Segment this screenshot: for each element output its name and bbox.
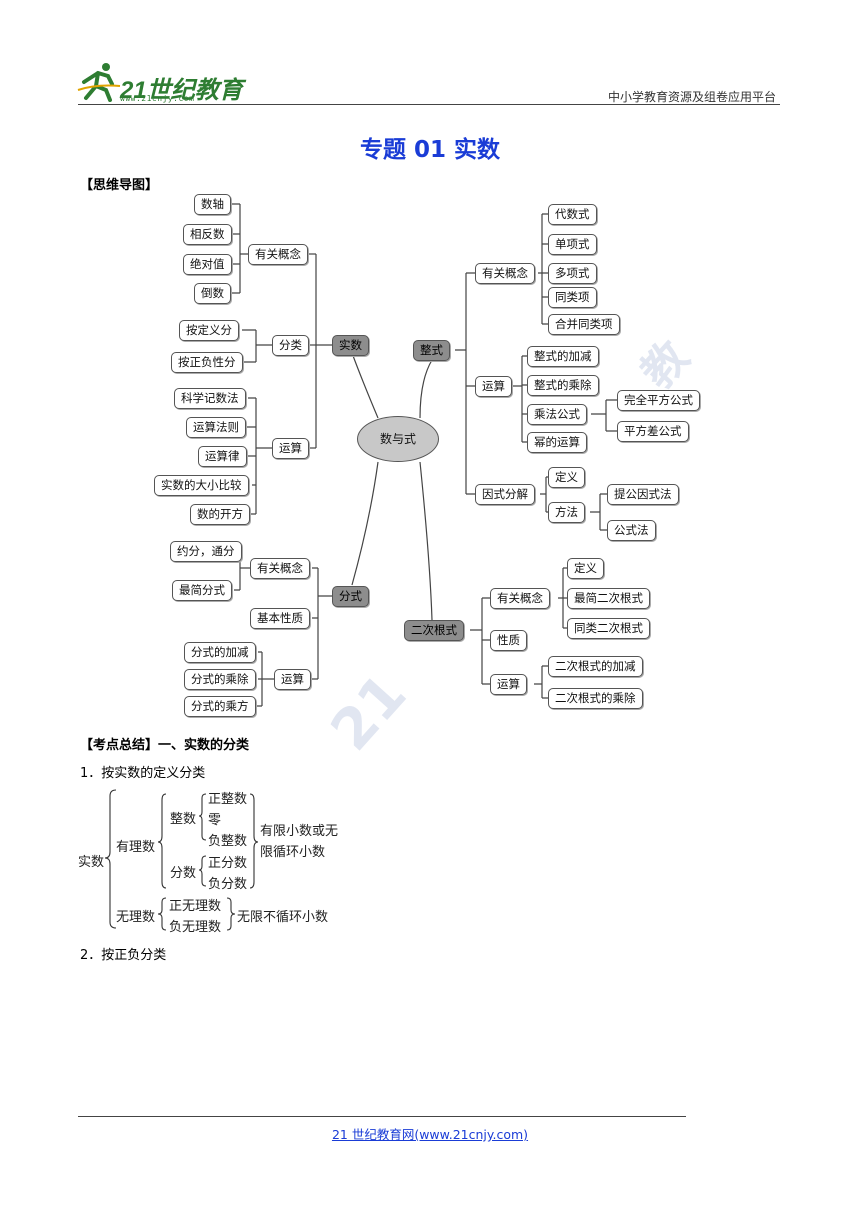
logo-text: 21世纪教育 [120, 77, 243, 104]
page-title: 专题 01 实数 [359, 137, 501, 163]
node-zhengshi-ops-item: 整式的乘除 [527, 375, 599, 396]
node-shishu-concept-item: 绝对值 [183, 254, 232, 275]
node-zhengshi-concept: 有关概念 [475, 263, 535, 284]
node-zhengshi-factor-def: 定义 [548, 467, 585, 488]
node-genshi-property: 性质 [490, 630, 527, 651]
node-genshi-concept-item: 定义 [567, 558, 604, 579]
node-shishu-concept-item: 倒数 [194, 283, 231, 304]
node-fenshi-concept-item: 最简分式 [172, 580, 232, 601]
footer-link[interactable]: 21 世纪教育网(www.21cnjy.com) [331, 1127, 529, 1142]
node-zhengshi-concept-item: 多项式 [548, 263, 597, 284]
node-zhengshi-factor-method: 方法 [548, 502, 585, 523]
class-irr-desc: 无限不循环小数 [237, 910, 329, 925]
class-int-item: 零 [208, 813, 222, 828]
footer-divider [78, 1116, 686, 1117]
class-irr-item: 正无理数 [169, 899, 222, 914]
summary-item-1: 1．按实数的定义分类 [80, 766, 206, 781]
node-shishu-ops-item: 科学记数法 [174, 388, 246, 409]
node-zhengshi-method-item: 提公因式法 [607, 484, 679, 505]
classification-braces [104, 789, 259, 931]
class-fraction: 分数 [170, 866, 197, 881]
mindmap-center: 数与式 [357, 416, 439, 462]
class-int-item: 正整数 [208, 792, 248, 807]
node-zhengshi-concept-item: 同类项 [548, 287, 597, 308]
class-rational: 有理数 [116, 840, 156, 855]
node-zhengshi-formula: 平方差公式 [617, 421, 689, 442]
node-shishu-concept-item: 数轴 [194, 194, 231, 215]
logo-url: www.21cnjy.com [120, 94, 195, 103]
node-shishu-ops-item: 运算法则 [186, 417, 246, 438]
class-rational-desc: 有限小数或无 [260, 824, 339, 839]
node-shishu: 实数 [332, 335, 369, 356]
node-zhengshi-ops: 运算 [475, 376, 512, 397]
node-zhengshi-ops-item: 乘法公式 [527, 404, 587, 425]
header-divider [78, 104, 780, 105]
node-zhengshi-ops-item: 整式的加减 [527, 346, 599, 367]
node-zhengshi-formula: 完全平方公式 [617, 390, 700, 411]
node-fenshi-concept: 有关概念 [250, 558, 310, 579]
class-irr-item: 负无理数 [169, 920, 222, 935]
class-int-item: 负整数 [208, 834, 248, 849]
node-genshi-concept-item: 最简二次根式 [567, 588, 650, 609]
node-genshi-ops-item: 二次根式的乘除 [548, 688, 643, 709]
node-zhengshi-factor: 因式分解 [475, 484, 535, 505]
node-genshi-ops: 运算 [490, 674, 527, 695]
node-fenshi-property: 基本性质 [250, 608, 310, 629]
node-fenshi-ops: 运算 [274, 669, 311, 690]
summary-item-2: 2．按正负分类 [80, 948, 167, 963]
node-fenshi-concept-item: 约分，通分 [170, 541, 242, 562]
class-irrational: 无理数 [116, 910, 156, 925]
mindmap-label: 【思维导图】 [80, 178, 159, 193]
logo-runner-icon [77, 63, 121, 102]
node-genshi-ops-item: 二次根式的加减 [548, 656, 643, 677]
node-genshi-concept: 有关概念 [490, 588, 550, 609]
node-fenshi: 分式 [332, 586, 369, 607]
node-genshi: 二次根式 [404, 620, 464, 641]
node-shishu-classify-item: 按正负性分 [171, 352, 243, 373]
class-root: 实数 [78, 855, 105, 870]
node-fenshi-ops-item: 分式的加减 [184, 642, 256, 663]
mind-map-connectors [232, 203, 617, 707]
node-shishu-ops-item: 实数的大小比较 [154, 475, 249, 496]
class-frac-item: 正分数 [208, 856, 248, 871]
node-zhengshi-concept-item: 单项式 [548, 234, 597, 255]
node-zhengshi-method-item: 公式法 [607, 520, 656, 541]
node-genshi-concept-item: 同类二次根式 [567, 618, 650, 639]
node-shishu-concept-item: 相反数 [183, 224, 232, 245]
node-fenshi-ops-item: 分式的乘方 [184, 696, 256, 717]
class-frac-item: 负分数 [208, 877, 248, 892]
summary-label: 【考点总结】一、实数的分类 [80, 738, 250, 753]
node-fenshi-ops-item: 分式的乘除 [184, 669, 256, 690]
node-zhengshi-concept-item: 合并同类项 [548, 314, 620, 335]
node-shishu-classify: 分类 [272, 335, 309, 356]
node-shishu-ops-item: 运算律 [198, 446, 247, 467]
class-integer: 整数 [170, 812, 197, 827]
platform-name: 中小学教育资源及组卷应用平台 [607, 90, 776, 104]
node-shishu-ops: 运算 [272, 438, 309, 459]
node-shishu-concept: 有关概念 [248, 244, 308, 265]
node-shishu-ops-item: 数的开方 [190, 504, 250, 525]
node-zhengshi-concept-item: 代数式 [548, 204, 597, 225]
class-rational-desc: 限循环小数 [260, 845, 326, 860]
node-shishu-classify-item: 按定义分 [179, 320, 239, 341]
node-zhengshi-ops-item: 幂的运算 [527, 432, 587, 453]
node-zhengshi: 整式 [413, 340, 450, 361]
